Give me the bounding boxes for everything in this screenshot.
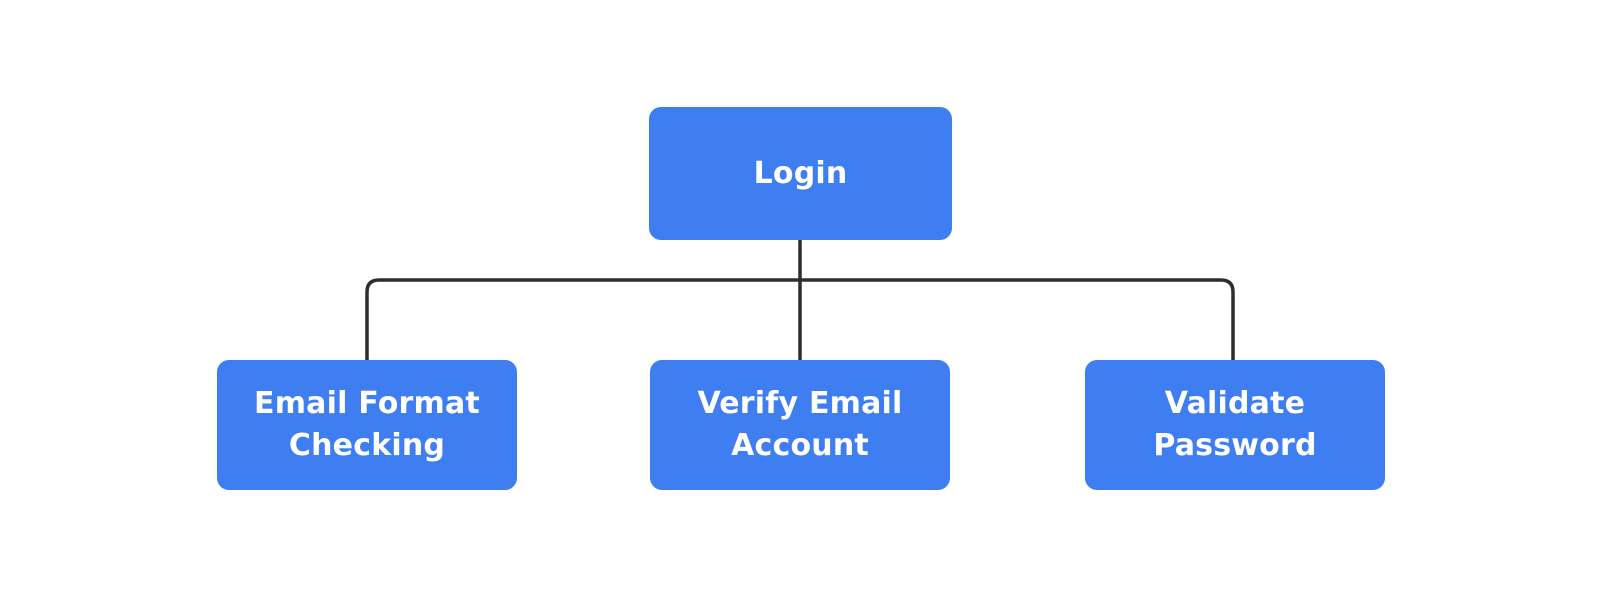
node-verify-email-account: Verify Email Account <box>650 360 950 490</box>
node-validate-password: Validate Password <box>1085 360 1385 490</box>
node-email-format-checking: Email Format Checking <box>217 360 517 490</box>
node-login: Login <box>649 107 952 240</box>
connector-rail <box>365 278 1235 362</box>
